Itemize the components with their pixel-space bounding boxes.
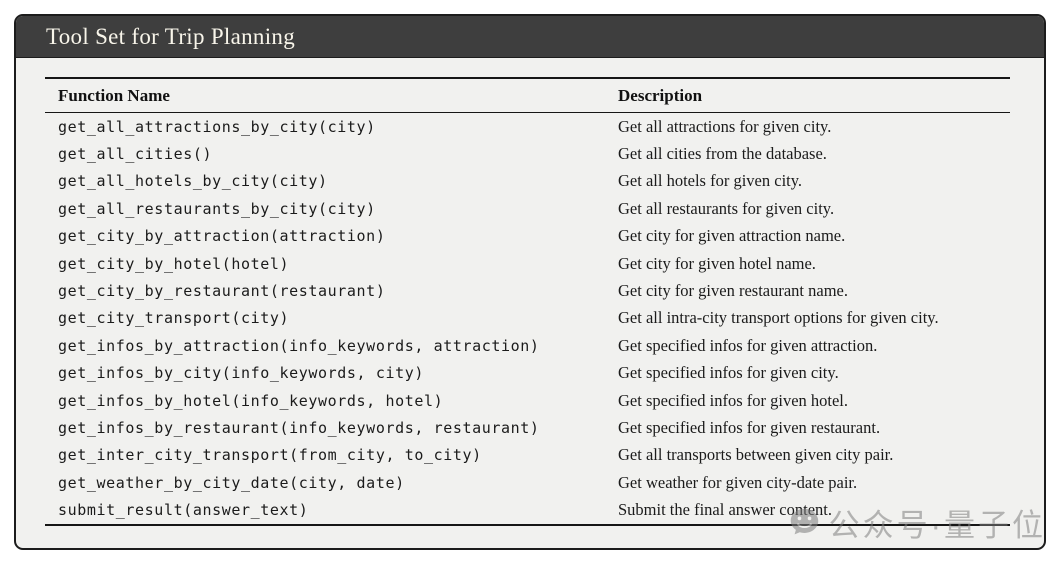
function-cell: get_infos_by_hotel(info_keywords, hotel) [58, 391, 444, 410]
function-cell: get_all_restaurants_by_city(city) [58, 199, 376, 218]
table-row: submit_result(answer_text) Submit the fi… [45, 496, 1010, 523]
description-cell: Get specified infos for given hotel. [618, 390, 849, 410]
function-cell: get_infos_by_restaurant(info_keywords, r… [58, 418, 540, 437]
table-row: get_all_restaurants_by_city(city) Get al… [45, 195, 1010, 222]
description-cell: Submit the final answer content. [618, 500, 832, 520]
description-cell: Get specified infos for given attraction… [618, 335, 878, 355]
table-row: get_all_hotels_by_city(city) Get all hot… [45, 168, 1010, 195]
tool-set-panel: Tool Set for Trip Planning Function Name… [14, 14, 1046, 550]
table-bottom-rule [45, 523, 1010, 526]
table-row: get_infos_by_city(info_keywords, city) G… [45, 360, 1010, 387]
table-row: get_inter_city_transport(from_city, to_c… [45, 442, 1010, 469]
panel-title: Tool Set for Trip Planning [46, 23, 295, 49]
table-row: get_infos_by_attraction(info_keywords, a… [45, 332, 1010, 359]
function-cell: get_city_by_attraction(attraction) [58, 227, 386, 246]
table-row: get_city_transport(city) Get all intra-c… [45, 305, 1010, 332]
table-row: get_weather_by_city_date(city, date) Get… [45, 469, 1010, 496]
column-header-function: Function Name [58, 85, 170, 105]
description-cell: Get all transports between given city pa… [618, 445, 894, 465]
description-cell: Get all attractions for given city. [618, 116, 832, 136]
table-row: get_city_by_restaurant(restaurant) Get c… [45, 277, 1010, 304]
function-cell: get_all_cities() [58, 145, 213, 164]
description-cell: Get all cities from the database. [618, 144, 827, 164]
description-cell: Get all hotels for given city. [618, 171, 803, 191]
function-cell: get_all_hotels_by_city(city) [58, 172, 328, 191]
description-cell: Get weather for given city-date pair. [618, 472, 858, 492]
function-cell: get_all_attractions_by_city(city) [58, 117, 376, 136]
function-cell: get_infos_by_attraction(info_keywords, a… [58, 336, 540, 355]
table-row: get_infos_by_hotel(info_keywords, hotel)… [45, 387, 1010, 414]
description-cell: Get all intra-city transport options for… [618, 308, 939, 328]
table-row: get_all_attractions_by_city(city) Get al… [45, 113, 1010, 140]
panel-header: Tool Set for Trip Planning [16, 16, 1044, 58]
function-cell: get_city_by_restaurant(restaurant) [58, 282, 386, 301]
function-cell: get_city_transport(city) [58, 309, 290, 328]
table-top-rule [45, 77, 1010, 79]
table-row: get_all_cities() Get all cities from the… [45, 140, 1010, 167]
description-cell: Get city for given restaurant name. [618, 281, 848, 301]
column-header-description: Description [618, 85, 703, 105]
function-cell: get_inter_city_transport(from_city, to_c… [58, 446, 482, 465]
function-cell: get_city_by_hotel(hotel) [58, 254, 290, 273]
table-rows: get_all_attractions_by_city(city) Get al… [45, 113, 1010, 524]
function-cell: submit_result(answer_text) [58, 501, 309, 520]
table-header-rule [45, 112, 1010, 113]
tool-table: Function Name Description get_all_attrac… [45, 77, 1010, 526]
table-row: get_infos_by_restaurant(info_keywords, r… [45, 414, 1010, 441]
description-cell: Get all restaurants for given city. [618, 198, 835, 218]
table-row: get_city_by_attraction(attraction) Get c… [45, 223, 1010, 250]
description-cell: Get city for given attraction name. [618, 226, 846, 246]
function-cell: get_infos_by_city(info_keywords, city) [58, 364, 424, 383]
description-cell: Get specified infos for given restaurant… [618, 417, 881, 437]
description-cell: Get city for given hotel name. [618, 253, 816, 273]
function-cell: get_weather_by_city_date(city, date) [58, 473, 405, 492]
table-row: get_city_by_hotel(hotel) Get city for gi… [45, 250, 1010, 277]
description-cell: Get specified infos for given city. [618, 363, 839, 383]
table-header-row: Function Name Description [45, 79, 1010, 112]
